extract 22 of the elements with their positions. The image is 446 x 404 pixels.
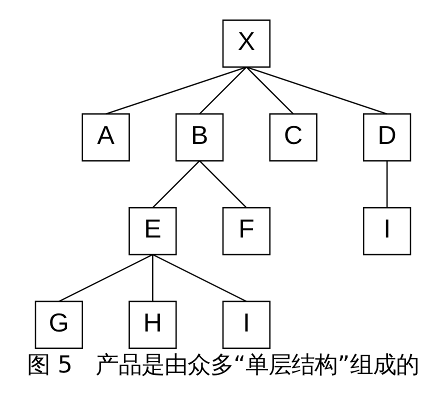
node-box: X: [222, 19, 271, 68]
node-box: A: [82, 112, 130, 161]
connector: [152, 254, 154, 301]
node-box: E: [128, 206, 177, 255]
connector: [152, 254, 247, 302]
connector: [246, 66, 294, 114]
node-box: I: [362, 206, 412, 255]
connector: [58, 254, 153, 302]
node-box: G: [34, 300, 84, 348]
connector: [106, 66, 247, 114]
connector: [152, 160, 200, 208]
connector: [386, 160, 388, 208]
connector: [246, 66, 388, 114]
caption: 图 5 产品是由众多“单层结构”组成的: [27, 350, 419, 378]
node-box: B: [175, 112, 224, 161]
connector: [199, 160, 247, 208]
node-box: F: [222, 206, 271, 255]
node-box: D: [362, 112, 412, 161]
node-box: I: [222, 300, 271, 348]
connector: [199, 66, 247, 114]
node-box: C: [269, 112, 318, 161]
node-box: H: [128, 300, 177, 348]
